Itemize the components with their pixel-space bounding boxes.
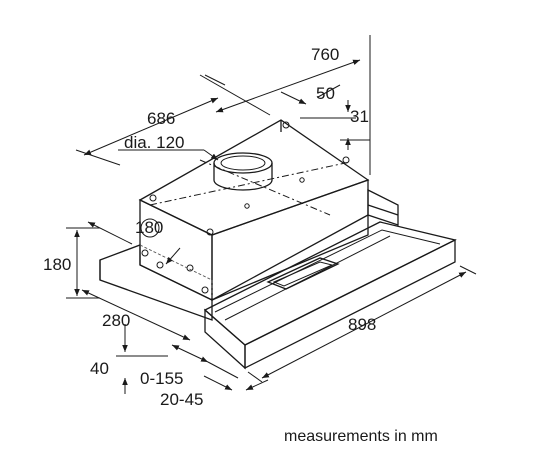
dim-760-label: 760	[311, 45, 339, 64]
dim-180-inner-label: 180	[135, 218, 163, 237]
dim-180-left: 180	[43, 227, 100, 299]
dim-dia-label: dia. 120	[124, 133, 185, 152]
dim-280: 280	[81, 289, 191, 341]
dim-31: 31	[300, 100, 370, 150]
dim-dia-120: dia. 120	[118, 133, 219, 161]
dim-180-inner: 180	[87, 218, 181, 265]
dim-40-label: 40	[90, 359, 109, 378]
dim-40: 40	[90, 324, 168, 394]
dim-898: 898	[247, 265, 477, 383]
exhaust-collar	[213, 152, 273, 191]
hidden-edges	[139, 244, 213, 300]
screen-front-lip	[244, 238, 456, 370]
mounting-holes	[140, 121, 350, 294]
dim-760: 760	[204, 35, 371, 175]
dim-31-label: 31	[350, 107, 369, 126]
dim-20-45: 20-45	[160, 375, 269, 409]
dim-0-155-label: 0-155	[140, 369, 183, 388]
dim-0-155: 0-155	[140, 344, 239, 388]
dim-180-left-label: 180	[43, 255, 71, 274]
units-caption: measurements in mm	[284, 428, 438, 445]
dim-20-45-label: 20-45	[160, 390, 203, 409]
dim-50: 50	[280, 84, 341, 105]
dim-686: 686	[75, 74, 271, 166]
dim-898-label: 898	[348, 315, 376, 334]
dim-280-label: 280	[102, 311, 130, 330]
dim-686-label: 686	[147, 109, 175, 128]
pull-out-screen	[203, 204, 457, 370]
centre-line	[149, 161, 351, 206]
dim-50-label: 50	[316, 84, 335, 103]
